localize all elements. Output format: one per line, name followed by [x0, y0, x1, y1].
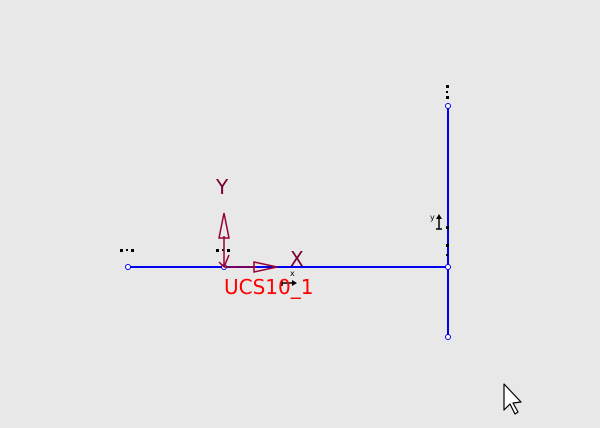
x-constraint-icon: x	[281, 269, 297, 286]
ucs-triad[interactable]: Y X UCS10_1	[215, 175, 313, 299]
ucs-y-axis-label: Y	[215, 175, 229, 199]
ucs-z-axis-stub	[223, 254, 230, 268]
ucs-x-axis-arrowhead	[253, 261, 278, 273]
ucs-x-axis-label: X	[290, 247, 304, 271]
endpoint-bottom[interactable]	[445, 334, 451, 340]
y-constraint-icon: y	[430, 213, 442, 230]
y-constraint-label: y	[430, 213, 435, 222]
origin-constraint-marker	[216, 249, 230, 252]
endpoint-top[interactable]	[445, 103, 451, 109]
endpoint-intersection[interactable]	[445, 264, 451, 270]
arrow-pointer-icon	[503, 383, 522, 415]
vertical-constraint-marker-mid	[446, 226, 449, 256]
ucs-name-label[interactable]: UCS10_1	[224, 275, 313, 299]
x-constraint-label: x	[290, 269, 295, 278]
constraint-markers: y x	[120, 85, 449, 286]
vertical-constraint-marker-top	[446, 85, 449, 99]
horizontal-constraint-marker-left	[120, 249, 134, 252]
sketch-geometry[interactable]	[125, 103, 451, 340]
endpoint-left[interactable]	[125, 264, 131, 270]
ucs-z-axis-stub-2	[218, 261, 225, 268]
ucs-y-axis-arrowhead	[218, 212, 230, 239]
